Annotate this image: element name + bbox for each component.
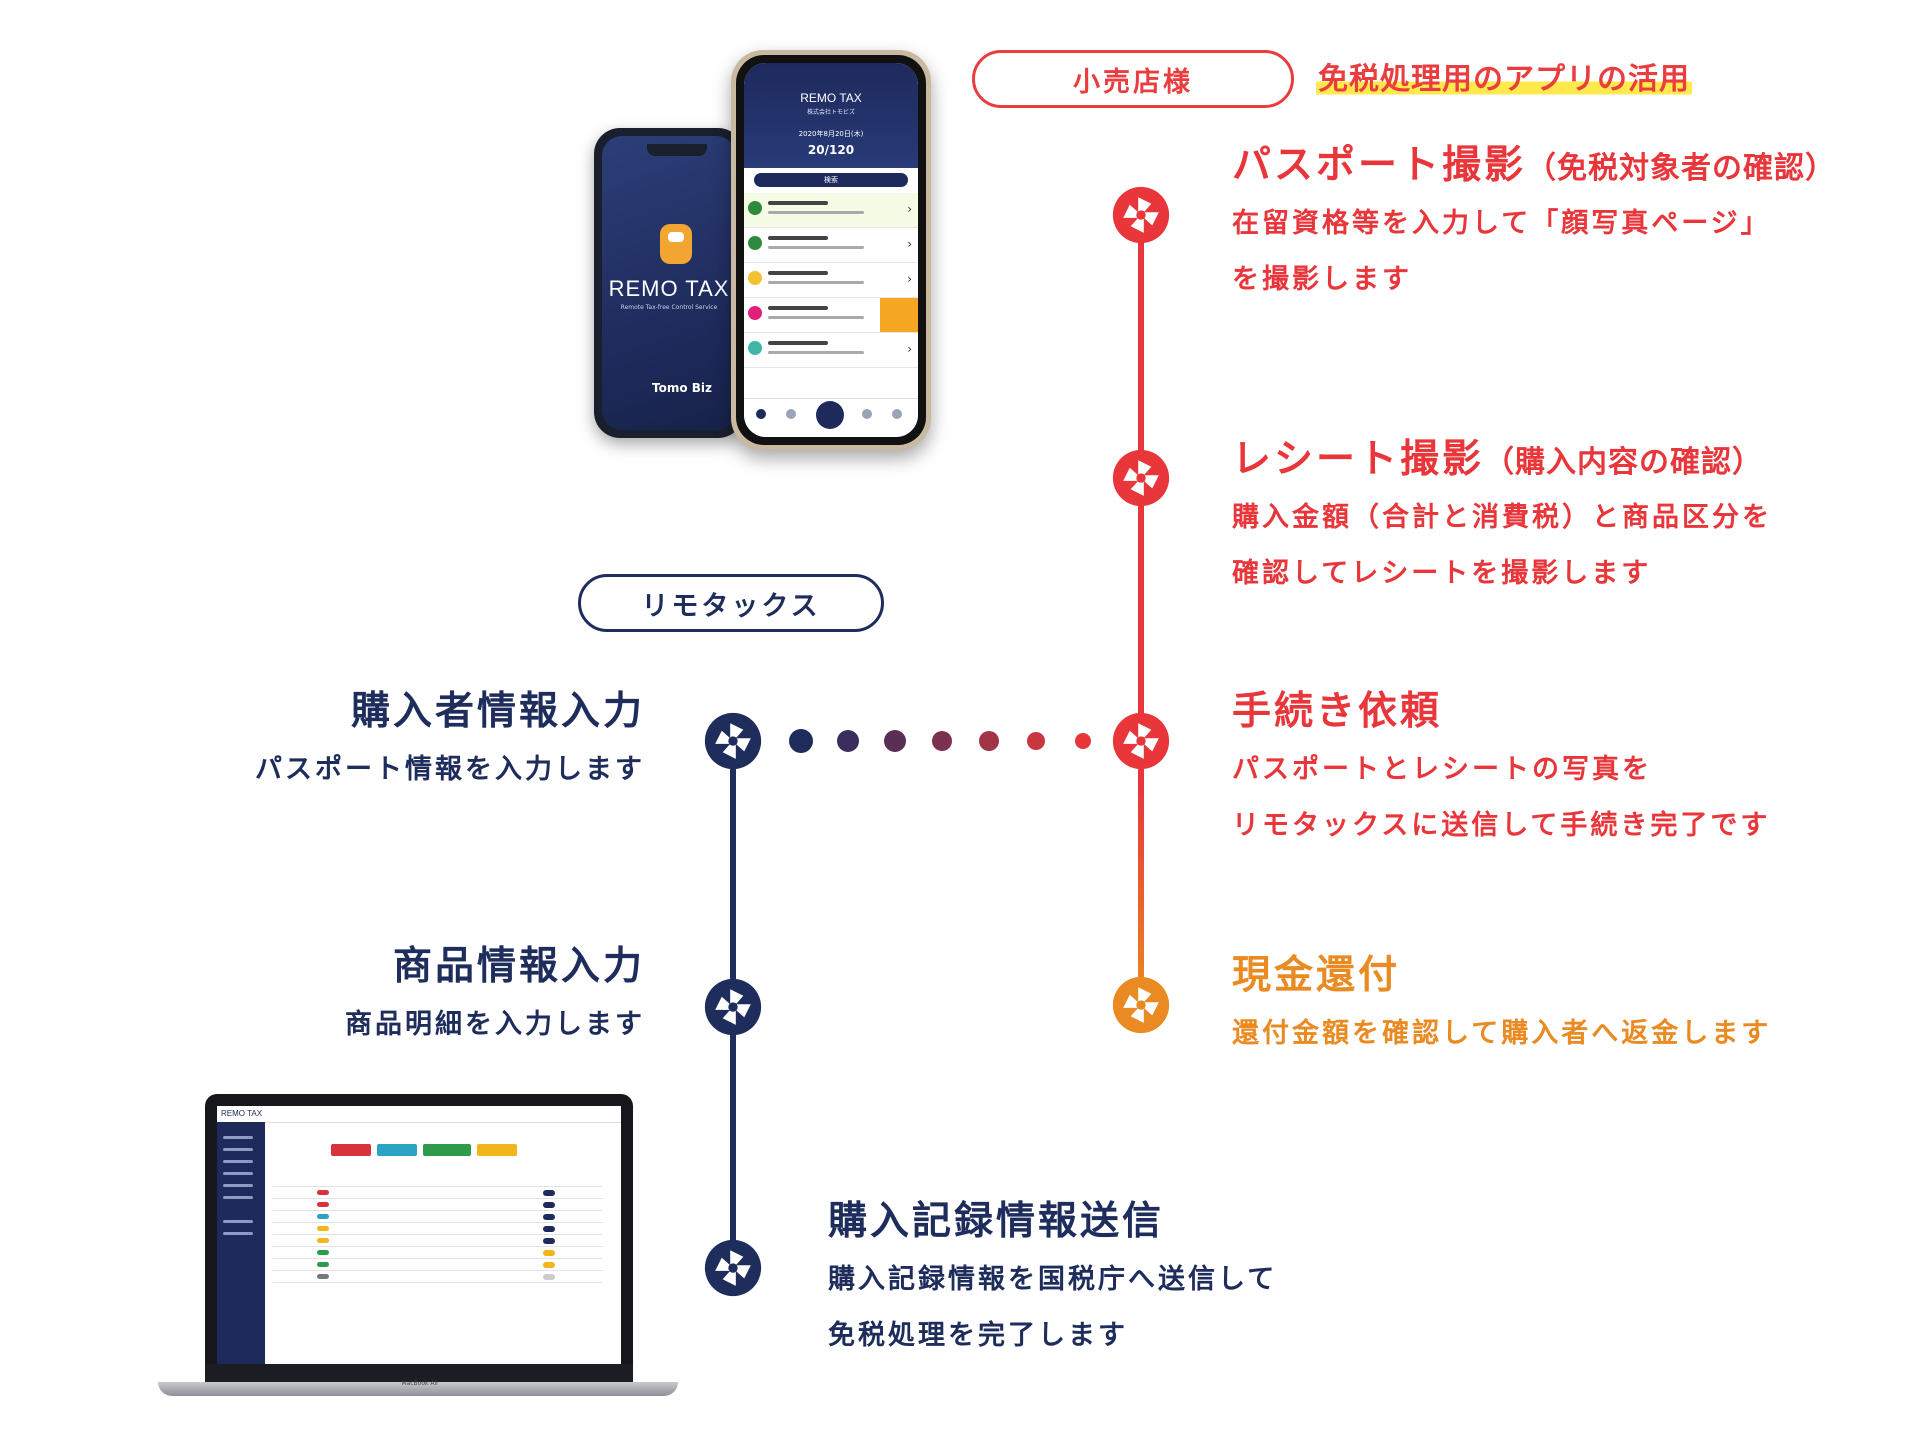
splash-logo: REMO TAX bbox=[608, 276, 730, 301]
connector-dot bbox=[932, 731, 952, 751]
app-list-row: › bbox=[744, 193, 918, 228]
shuriken-icon bbox=[1112, 712, 1170, 770]
app-list-row: › bbox=[744, 228, 918, 263]
home-icon bbox=[756, 409, 766, 419]
app-list-row: › bbox=[744, 263, 918, 298]
shuriken-icon bbox=[1112, 449, 1170, 507]
laptop-mockup: REMO TAX bbox=[205, 1094, 633, 1382]
shuriken-icon bbox=[704, 712, 762, 770]
app-company: 株式会社トモビズ bbox=[806, 109, 855, 116]
app-logo: REMO TAX bbox=[800, 91, 862, 105]
app-tab-bar bbox=[744, 398, 918, 437]
step-title-product-info: 商品情報入力 bbox=[392, 944, 645, 989]
step-title-request: 手続き依頼 bbox=[1232, 689, 1443, 734]
step-desc-receipt: 購入金額（合計と消費税）と商品区分を 確認してレシートを撮影します bbox=[1232, 502, 1772, 589]
chevron-right-icon: › bbox=[907, 342, 912, 356]
step-desc-refund: 還付金額を確認して購入者へ返金します bbox=[1232, 1018, 1772, 1049]
connector-dot bbox=[1075, 733, 1091, 749]
connector-dots bbox=[789, 729, 1091, 753]
chevron-right-icon: › bbox=[907, 202, 912, 216]
chevron-right-icon: › bbox=[907, 237, 912, 251]
app-list-row: › bbox=[744, 333, 918, 368]
app-date: 2020年8月20日(木) bbox=[798, 130, 864, 138]
connector-dot bbox=[979, 731, 999, 751]
phone-splash-mockup: REMO TAX Remote Tax-free Control Service… bbox=[594, 128, 744, 438]
shuriken-icon bbox=[704, 978, 762, 1036]
step-title-passport: パスポート撮影（免税対象者の確認） bbox=[1232, 143, 1837, 188]
connector-dot bbox=[789, 729, 813, 753]
connector-dot bbox=[837, 730, 859, 752]
step-title-record-send: 購入記録情報送信 bbox=[828, 1199, 1165, 1244]
step-desc-request: パスポートとレシートの写真を リモタックスに送信して手続き完了です bbox=[1232, 754, 1771, 841]
laptop-base bbox=[158, 1382, 678, 1396]
connector-dot bbox=[1027, 732, 1045, 750]
splash-subtitle: Remote Tax-free Control Service bbox=[620, 304, 718, 311]
app-count: 20/120 bbox=[807, 143, 855, 157]
phone-app-mockup: REMO TAX 株式会社トモビズ 2020年8月20日(木) 20/120 検… bbox=[731, 50, 931, 450]
step-title-receipt: レシート撮影（購入内容の確認） bbox=[1232, 437, 1764, 482]
app-search-button: 検索 bbox=[754, 173, 908, 187]
app-list-row bbox=[744, 298, 918, 333]
dashboard-logo: REMO TAX bbox=[221, 1109, 263, 1118]
step-desc-buyer-info: パスポート情報を入力します bbox=[255, 754, 645, 785]
step-title-refund: 現金還付 bbox=[1232, 953, 1401, 998]
shuriken-icon bbox=[1112, 186, 1170, 244]
app-usage-caption: 免税処理用のアプリの活用 bbox=[1316, 54, 1692, 98]
dashboard-sidebar bbox=[217, 1122, 265, 1364]
shuriken-icon bbox=[1112, 976, 1170, 1034]
step-desc-record-send: 購入記録情報を国税庁へ送信して 免税処理を完了します bbox=[828, 1264, 1278, 1351]
tomobiz-logo: Tomo Biz bbox=[652, 381, 713, 395]
gear-icon bbox=[892, 409, 902, 419]
step-title-buyer-info: 購入者情報入力 bbox=[350, 689, 645, 734]
laptop-model-label: MacBook Air bbox=[401, 1380, 439, 1387]
chevron-right-icon: › bbox=[907, 272, 912, 286]
retailer-pill: 小売店様 bbox=[972, 50, 1294, 108]
shuriken-icon bbox=[704, 1239, 762, 1297]
step-desc-passport: 在留資格等を入力して「顔写真ページ」 を撮影します bbox=[1232, 208, 1771, 295]
step-desc-product-info: 商品明細を入力します bbox=[345, 1009, 645, 1040]
mascot-icon bbox=[660, 224, 692, 264]
connector-dot bbox=[884, 730, 906, 752]
remotax-pill: リモタックス bbox=[578, 574, 884, 632]
